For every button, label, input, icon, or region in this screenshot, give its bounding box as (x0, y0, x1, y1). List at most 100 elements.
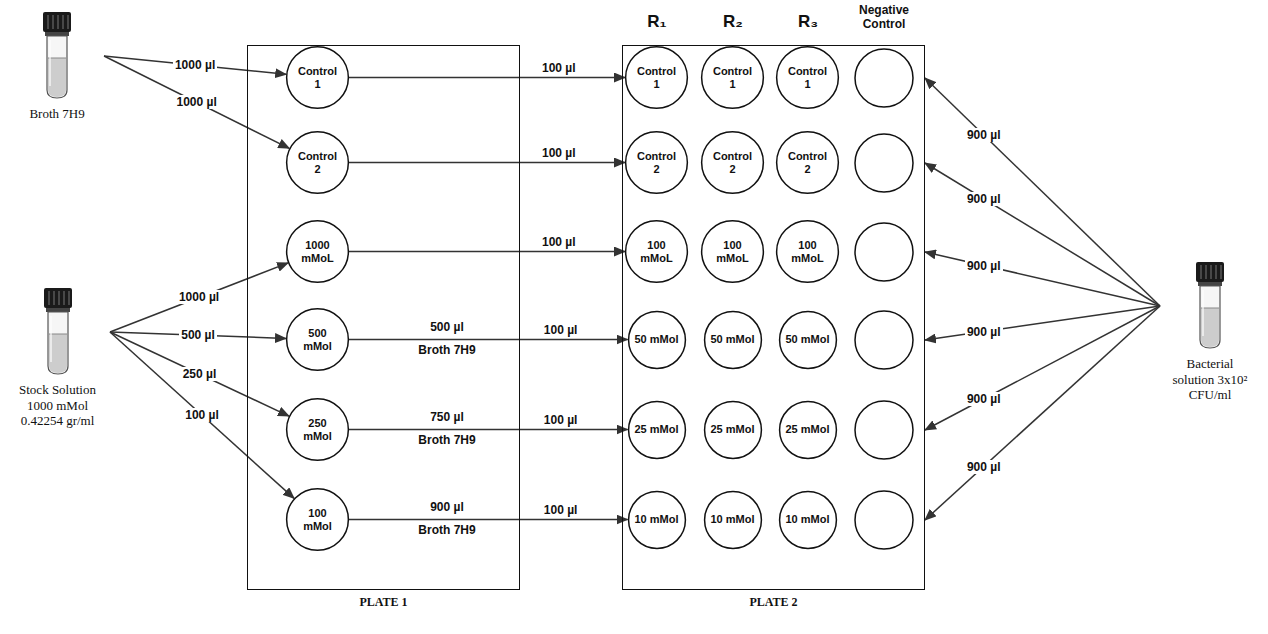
volume-label: 1000 µl (177, 290, 221, 304)
dilution-note: Broth 7H9 (407, 344, 487, 358)
well-circle: 10 mMol (779, 491, 837, 549)
tube-label: Bacterial solution 3x10² CFU/ml (1169, 356, 1251, 403)
column-header: R₃ (788, 12, 828, 32)
well-label: Control 1 (633, 65, 681, 90)
well-circle: 25 mMol (628, 401, 686, 459)
transfer-arrow (349, 519, 628, 521)
transfer-arrow (110, 332, 289, 416)
empty-well (855, 311, 913, 369)
volume-label: 250 µl (181, 367, 219, 381)
plate-title: PLATE 2 (623, 595, 924, 610)
volume-label: 900 µl (965, 392, 1003, 406)
well-circle: 25 mMol (779, 401, 837, 459)
volume-label: 1000 µl (175, 95, 219, 109)
volume-label: 900 µl (965, 192, 1003, 206)
volume-label: 900 µl (965, 460, 1003, 474)
well-label: 10 mMol (709, 513, 757, 526)
dilution-note: Broth 7H9 (407, 524, 487, 538)
well-circle: 100 mMoL (701, 220, 764, 283)
well-label: 100 mMol (294, 507, 342, 532)
well-label: 25 mMol (709, 423, 757, 436)
volume-label: 100 µl (540, 61, 578, 75)
empty-well (855, 49, 913, 107)
volume-label: 100 µl (540, 235, 578, 249)
well-circle: 10 mMol (704, 491, 762, 549)
volume-label: 100 µl (542, 413, 580, 427)
plate-box: PLATE 1Control 1Control 21000 mMoL500 mM… (247, 45, 520, 590)
well-label: 25 mMol (784, 423, 832, 436)
transfer-arrow (925, 163, 1160, 306)
well-label: 100 mMoL (784, 239, 832, 264)
well-circle: 500 mMol (286, 308, 349, 371)
well-label: Control 1 (294, 65, 342, 90)
tube-label: Broth 7H9 (13, 106, 101, 122)
empty-well (855, 134, 913, 192)
well-label: 50 mMol (709, 333, 757, 346)
volume-label: 100 µl (183, 408, 221, 422)
well-circle: Control 1 (625, 46, 688, 109)
plate-box: PLATE 2Control 1Control 1Control 1Contro… (622, 45, 925, 590)
transfer-arrow (104, 56, 286, 74)
volume-label: 500 µl (179, 328, 217, 342)
well-circle: 50 mMol (704, 311, 762, 369)
transfer-arrow (349, 77, 625, 79)
well-label: 25 mMol (633, 423, 681, 436)
transfer-arrow (925, 252, 1160, 306)
empty-well (855, 401, 913, 459)
transfer-arrow (925, 306, 1160, 430)
well-label: 100 mMoL (709, 239, 757, 264)
dilution-note: 750 µl (407, 411, 487, 425)
volume-label: 100 µl (542, 503, 580, 517)
tube-drawing (37, 12, 77, 100)
well-circle: Control 2 (625, 131, 688, 194)
tube-drawing (1190, 262, 1230, 350)
empty-well (855, 491, 913, 549)
transfer-arrow (349, 339, 628, 341)
dilution-note: 900 µl (407, 501, 487, 515)
volume-label: 100 µl (540, 146, 578, 160)
tube-label: Stock Solution 1000 mMol 0.42254 gr/ml (10, 382, 105, 429)
transfer-arrow (925, 306, 1160, 340)
well-label: 100 mMoL (633, 239, 681, 264)
well-label: 10 mMol (784, 513, 832, 526)
well-circle: 10 mMol (628, 491, 686, 549)
well-circle: 50 mMol (779, 311, 837, 369)
dilution-note: 500 µl (407, 321, 487, 335)
volume-label: 100 µl (542, 323, 580, 337)
well-circle: Control 2 (701, 131, 764, 194)
transfer-arrow (349, 251, 625, 253)
well-label: Control 2 (709, 150, 757, 175)
well-circle: Control 2 (776, 131, 839, 194)
well-circle: Control 2 (286, 131, 349, 194)
well-label: 50 mMol (633, 333, 681, 346)
tube-node: Bacterial solution 3x10² CFU/ml (1160, 262, 1260, 403)
transfer-arrow (925, 306, 1160, 520)
well-circle: 100 mMoL (776, 220, 839, 283)
well-label: Control 2 (633, 150, 681, 175)
well-circle: Control 1 (776, 46, 839, 109)
well-circle: 250 mMol (286, 398, 349, 461)
tube-node: Stock Solution 1000 mMol 0.42254 gr/ml (5, 288, 110, 429)
transfer-arrow (110, 263, 288, 332)
well-circle: Control 1 (701, 46, 764, 109)
well-label: 10 mMol (633, 513, 681, 526)
well-label: 250 mMol (294, 417, 342, 442)
volume-label: 900 µl (965, 259, 1003, 273)
column-header: R₁ (637, 12, 677, 32)
transfer-arrow (104, 56, 289, 148)
well-label: 500 mMol (294, 327, 342, 352)
transfer-arrow (925, 78, 1160, 306)
well-circle: 100 mMol (286, 488, 349, 551)
well-label: 1000 mMoL (294, 239, 342, 264)
transfer-arrow (349, 429, 628, 431)
dilution-note: Broth 7H9 (407, 434, 487, 448)
volume-label: 900 µl (965, 128, 1003, 142)
transfer-arrow (110, 332, 294, 498)
well-label: Control 2 (784, 150, 832, 175)
tube-node: Broth 7H9 (10, 12, 104, 122)
transfer-arrow (349, 162, 625, 164)
well-circle: 1000 mMoL (286, 220, 349, 283)
empty-well (855, 223, 913, 281)
well-label: Control 2 (294, 150, 342, 175)
